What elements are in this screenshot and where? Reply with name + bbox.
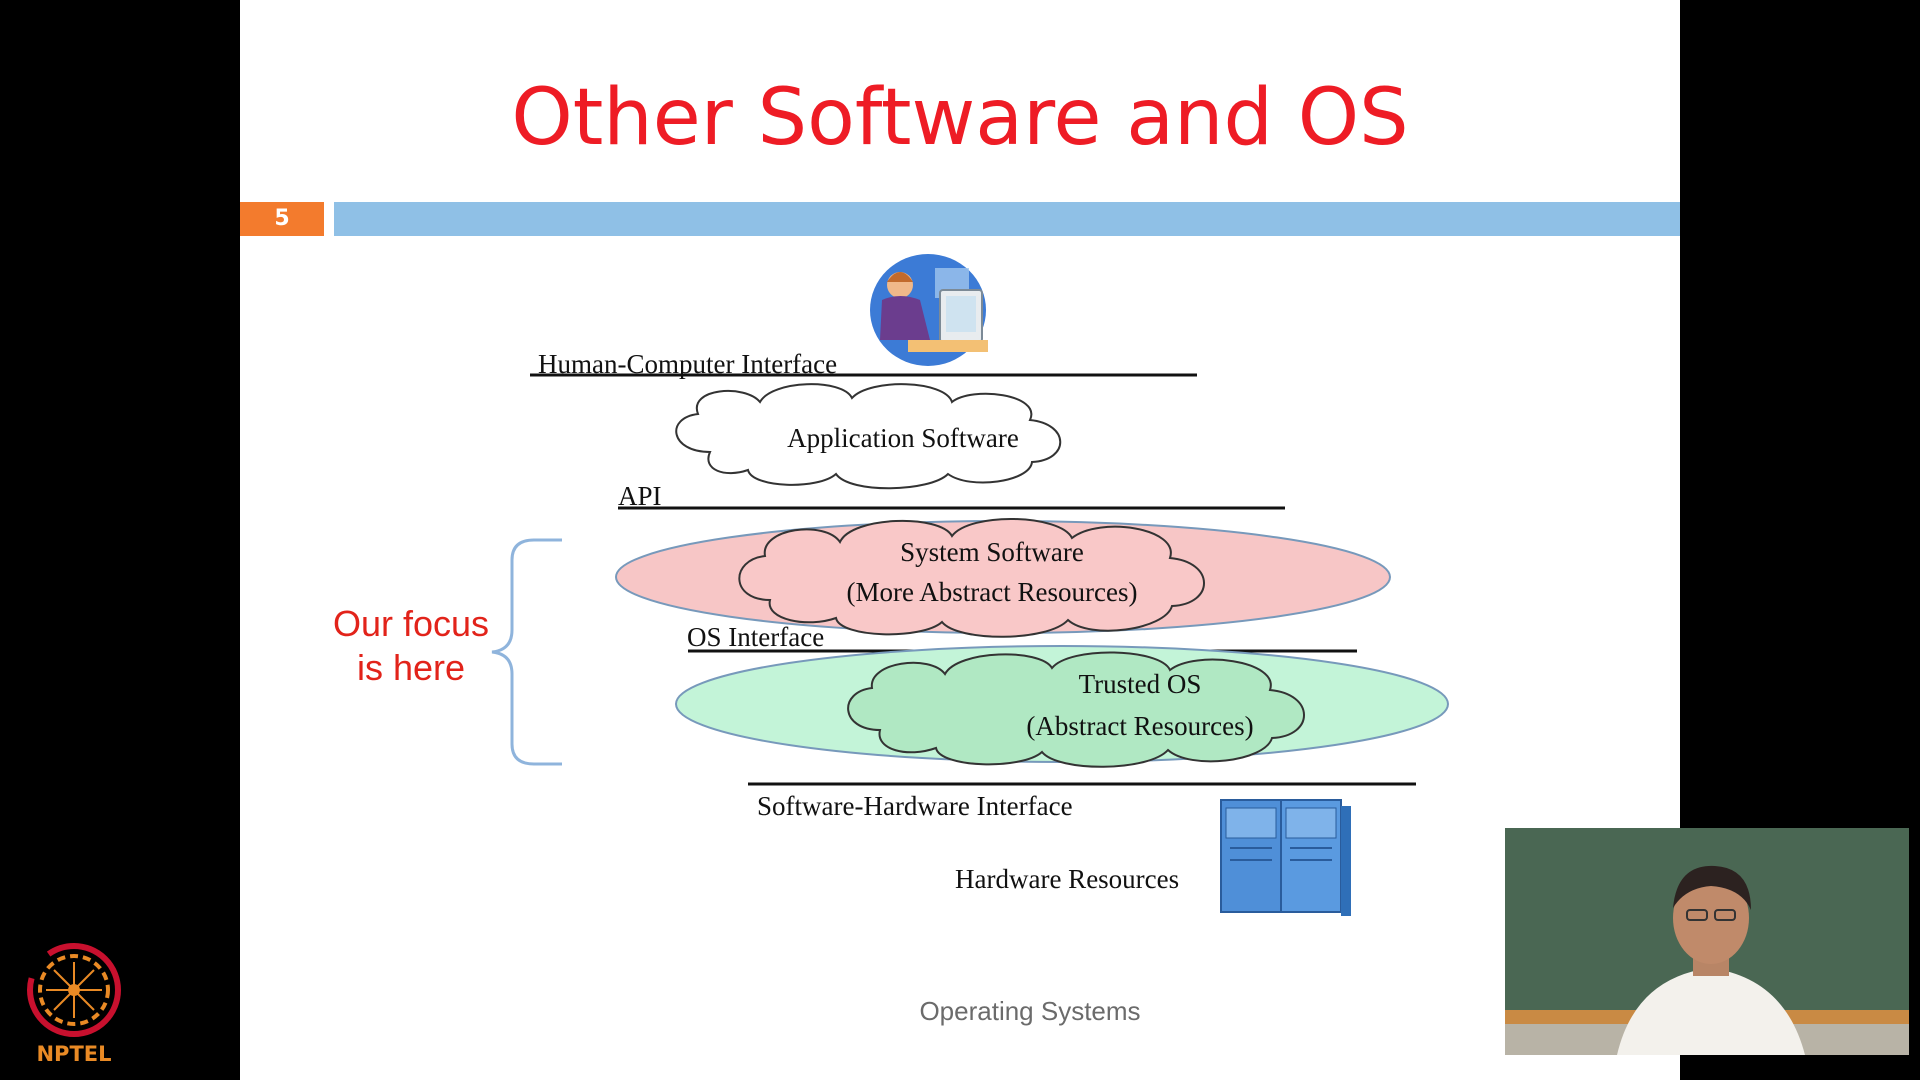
- api-label: API: [618, 481, 662, 511]
- nptel-logo-icon: [27, 943, 121, 1037]
- os-interface-label: OS Interface: [687, 622, 824, 652]
- presenter-figure: [1505, 828, 1909, 1055]
- focus-line-2: is here: [356, 647, 466, 688]
- slide-title: Other Software and OS: [511, 73, 1409, 163]
- system-software-label: System Software: [900, 537, 1084, 567]
- trusted-os-label: Trusted OS: [1079, 669, 1202, 699]
- focus-line-1: Our focus: [332, 603, 490, 644]
- slide-footer: Operating Systems: [919, 996, 1141, 1026]
- trusted-os-sublabel: (Abstract Resources): [1026, 711, 1253, 741]
- user-at-computer-icon: [870, 254, 988, 366]
- title-bar: [334, 202, 1680, 236]
- os-layer-diagram: Human-Computer Interface Application Sof…: [491, 254, 1449, 916]
- application-software-cloud: [675, 383, 1062, 490]
- nptel-logo-text: NPTEL: [36, 1042, 112, 1066]
- server-rack-icon: [1220, 799, 1351, 916]
- hardware-resources-label: Hardware Resources: [955, 864, 1179, 894]
- software-hardware-interface-label: Software-Hardware Interface: [757, 791, 1073, 821]
- slide-number: 5: [240, 202, 324, 236]
- system-software-sublabel: (More Abstract Resources): [847, 577, 1138, 607]
- focus-brace: [491, 538, 562, 766]
- system-software-cloud: [738, 517, 1205, 638]
- application-software-label: Application Software: [787, 423, 1019, 453]
- trusted-os-cloud: [847, 651, 1305, 768]
- presenter-video: [1505, 828, 1909, 1055]
- slide: Other Software and OS 5 Human-Computer I…: [240, 0, 1680, 1080]
- focus-annotation: Our focus is here: [306, 602, 516, 690]
- nptel-logo: NPTEL: [22, 938, 126, 1068]
